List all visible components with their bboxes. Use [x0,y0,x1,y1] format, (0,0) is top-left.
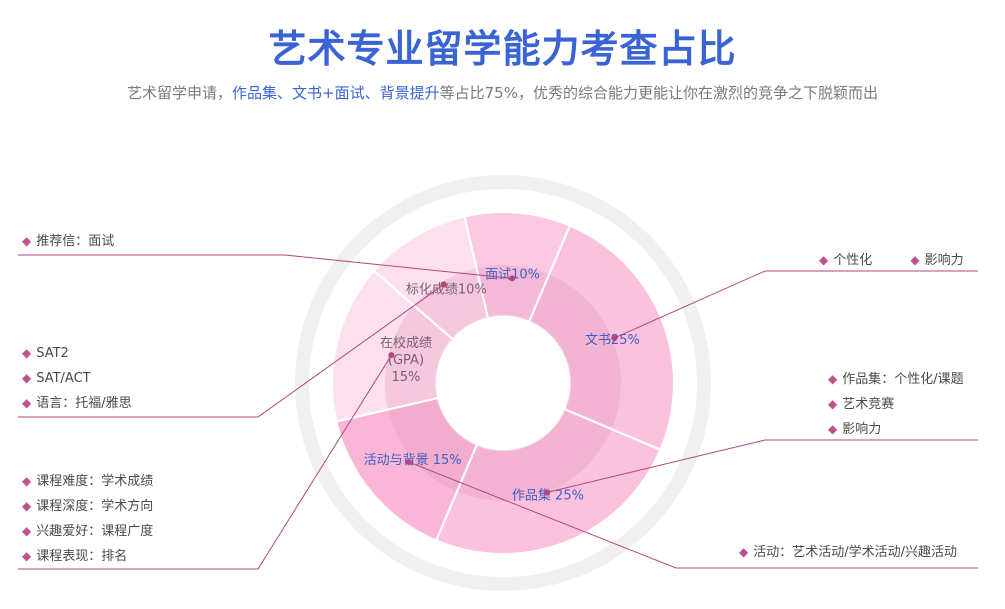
annotation-item: ◆SAT/ACT [22,371,91,386]
diamond-icon: ◆ [22,499,32,513]
diamond-icon: ◆ [22,371,32,385]
outer-ring [295,175,711,591]
diamond-icon: ◆ [828,422,838,436]
slice-separator [564,408,661,451]
annotation-recommendation: ◆推荐信：面试 [22,233,114,250]
leader-dot [611,335,618,342]
slice-label: 15% [392,370,421,385]
leader-line [547,439,978,493]
slice-separator [528,225,571,322]
slice-label: 面试10% [485,267,540,282]
diamond-icon: ◆ [22,346,32,360]
slice-label: (GPA) [388,353,424,368]
slice-separator [373,270,454,340]
diamond-icon: ◆ [22,549,32,563]
leader-dot [405,459,412,466]
diamond-icon: ◆ [910,253,920,267]
page-subtitle: 艺术留学申请，作品集、文书+面试、背景提升等占比75%，优秀的综合能力更能让你在… [0,82,1005,103]
donut-hole [436,316,570,450]
subtitle-highlight: 作品集、文书+面试、背景提升 [232,84,440,102]
diamond-icon: ◆ [828,372,838,386]
annotation-item: ◆活动：艺术活动/学术活动/兴趣活动 [739,545,957,560]
diamond-icon: ◆ [22,396,32,410]
leader-dot [388,352,395,359]
page-title: 艺术专业留学能力考查占比 [268,27,737,71]
slice-label: 标化成绩10% [406,283,487,298]
diamond-icon: ◆ [819,253,829,267]
leader-dot [440,281,447,288]
annotation-item: ◆课程深度：学术方向 [22,499,154,514]
annotation-item: ◆课程难度：学术成绩 [22,474,154,489]
diamond-icon: ◆ [22,524,32,538]
slice-separator [435,444,478,541]
slice-separator [463,216,489,318]
leader-line [18,354,392,570]
slice-label: 在校成绩 [380,335,432,351]
annotation-gpa: ◆课程难度：学术成绩 ◆课程深度：学术方向 ◆兴趣爱好：课程广度 ◆课程表现：排… [22,473,153,565]
annotation-item: ◆推荐信：面试 [22,234,115,249]
leader-line [18,254,513,279]
diamond-icon: ◆ [22,474,32,488]
annotation-item: ◆SAT2 [22,346,69,361]
annotation-portfolio: ◆作品集：个性化/课题 ◆艺术竞赛 ◆影响力 [828,371,964,438]
annotation-item: ◆兴趣爱好：课程广度 [22,524,154,539]
annotation-item: ◆影响力 [910,253,964,268]
annotation-item: ◆作品集：个性化/课题 [828,372,964,387]
subtitle-part2: 等占比75%，优秀的综合能力更能让你在激烈的竞争之下脱颖而出 [439,84,878,102]
annotation-test-scores: ◆SAT2 ◆SAT/ACT ◆语言：托福/雅思 [22,345,132,412]
annotation-essay: ◆个性化 ◆影响力 [819,252,964,269]
diamond-icon: ◆ [22,234,32,248]
leader-line [18,284,445,418]
leader-line [614,270,978,339]
leader-line [408,461,978,569]
annotation-activities: ◆活动：艺术活动/学术活动/兴趣活动 [739,544,957,561]
annotation-item: ◆课程表现：排名 [22,549,128,564]
annotation-item: ◆影响力 [828,422,882,437]
inner-band [385,265,621,501]
subtitle-part1: 艺术留学申请， [127,84,233,102]
diamond-icon: ◆ [739,545,749,559]
leader-dot [544,489,551,496]
slice-label: 活动与背景 15% [364,453,462,468]
diamond-icon: ◆ [828,397,838,411]
slice-separator [336,397,438,423]
annotation-item: ◆语言：托福/雅思 [22,396,132,411]
annotation-item: ◆艺术竞赛 [828,397,895,412]
leader-dot [509,275,516,282]
annotation-item: ◆个性化 [819,253,873,268]
